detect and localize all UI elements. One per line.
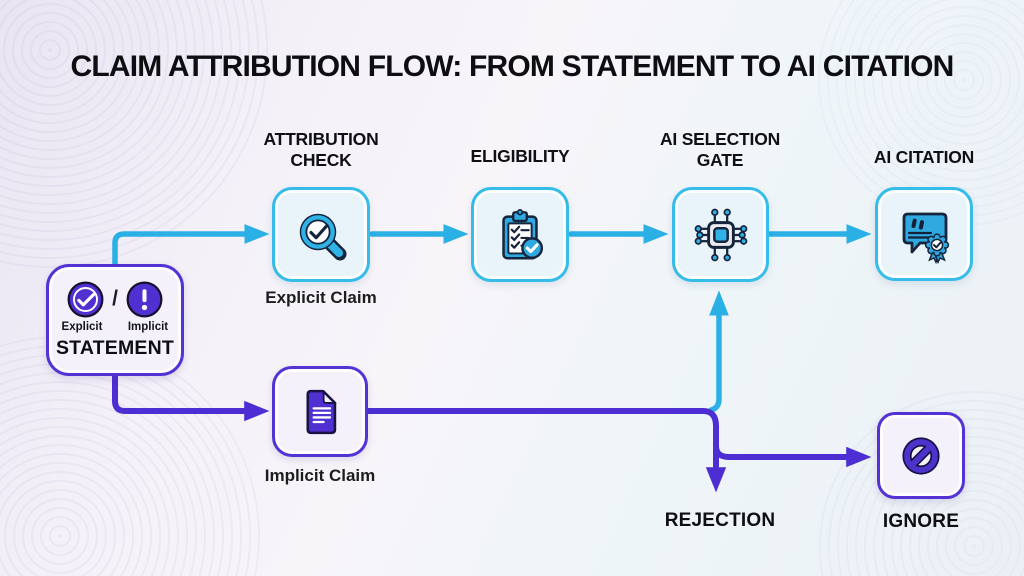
clipboard-checklist-icon: [502, 208, 544, 260]
node-ignore: [877, 412, 965, 499]
arrow-statement-to-implicit: [112, 373, 270, 422]
prohibition-icon: [902, 436, 940, 475]
arrow-statement-to-attribution: [112, 224, 270, 269]
attribution-check-title: ATTRIBUTION CHECK: [263, 129, 379, 170]
implicit-exclamation-circle-icon: [126, 281, 163, 318]
implicit-mini-label: Implicit: [127, 321, 169, 333]
node-ai-citation: [875, 187, 973, 281]
chip-icon: [694, 208, 747, 261]
node-eligibility: [471, 187, 569, 282]
citation-badge-icon: [902, 212, 950, 265]
rejection-label: REJECTION: [664, 510, 776, 531]
separator-slash: /: [112, 286, 118, 310]
node-attribution-check: [272, 187, 370, 282]
magnifier-check-icon: [299, 213, 347, 260]
ai-citation-title: AI CITATION: [873, 147, 975, 167]
node-ai-selection-gate: [672, 187, 769, 282]
explicit-check-circle-icon: [67, 281, 104, 318]
line-implicit-to-ignore: [365, 408, 872, 468]
node-statement: / Explicit Implicit STATEMENT: [46, 264, 184, 376]
ignore-label: IGNORE: [882, 511, 960, 532]
ai-selection-gate-title: AI SELECTION GATE: [659, 129, 781, 170]
explicit-mini-label: Explicit: [61, 321, 103, 333]
explicit-claim-caption: Explicit Claim: [265, 288, 377, 307]
statement-label: STATEMENT: [55, 337, 175, 359]
document-icon: [306, 389, 337, 434]
node-implicit-claim: [272, 366, 368, 457]
eligibility-title: ELIGIBILITY: [470, 146, 570, 166]
implicit-claim-caption: Implicit Claim: [264, 466, 376, 485]
page-title: CLAIM ATTRIBUTION FLOW: FROM STATEMENT T…: [70, 50, 954, 83]
arrow-implicit-to-gate-up: [708, 290, 729, 413]
award-rosette: [924, 233, 950, 265]
